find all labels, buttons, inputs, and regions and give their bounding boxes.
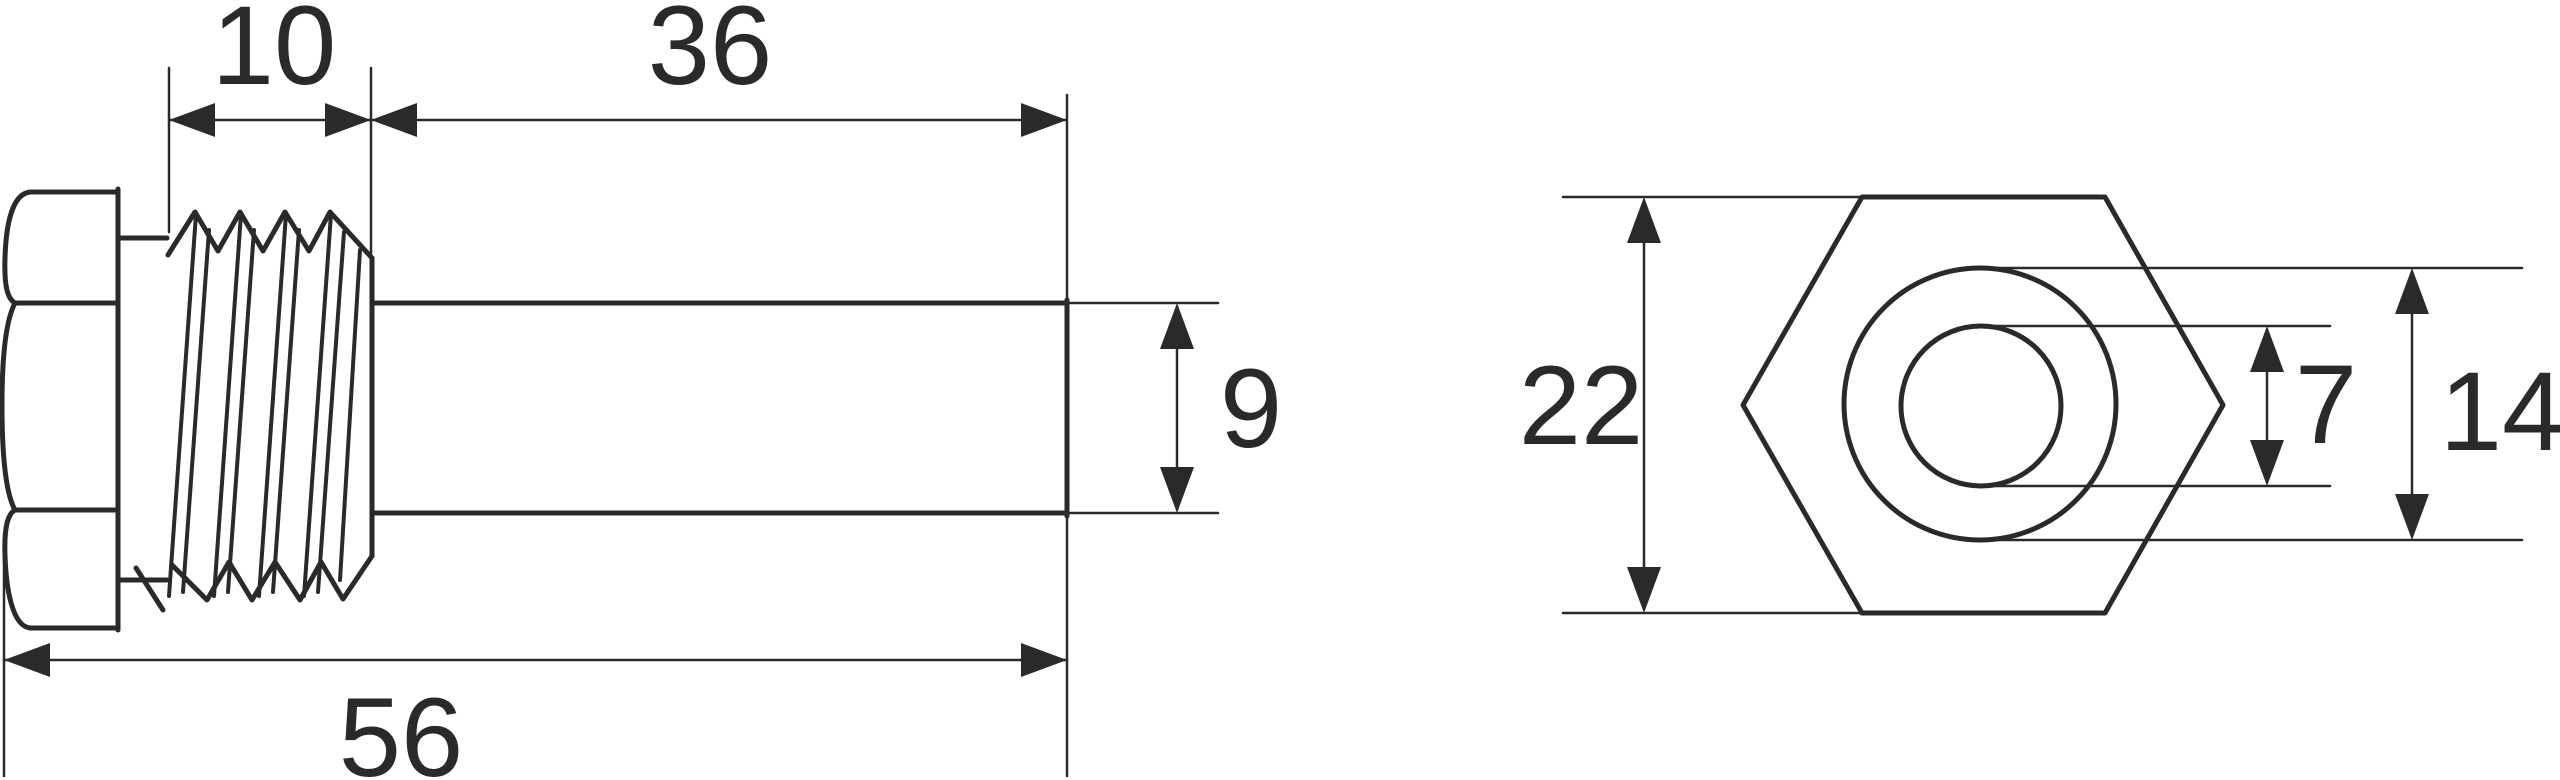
dim-value-shank-length: 36 xyxy=(648,0,773,108)
arrowhead-down-icon xyxy=(2250,440,2284,486)
thread-flank-line xyxy=(167,212,198,598)
dim-value-overall-length: 56 xyxy=(339,675,464,780)
thread-section xyxy=(165,209,375,603)
arrowhead-right-icon xyxy=(325,103,371,137)
end-view-dimensions: 22 7 14 xyxy=(1519,195,2560,615)
dim-value-collar-diameter: 14 xyxy=(2440,349,2560,474)
arrowhead-right-icon xyxy=(1021,643,1067,677)
hex-head-end xyxy=(1740,194,2226,616)
thread-flanks xyxy=(167,212,362,598)
thread-flank-line xyxy=(181,228,211,594)
arrowhead-up-icon xyxy=(2250,326,2284,372)
arrowhead-up-icon xyxy=(2395,268,2429,314)
thread-flank-line xyxy=(316,230,346,594)
thread-flank-line xyxy=(338,248,362,582)
collar-circle xyxy=(1841,265,2119,543)
arrowhead-down-icon xyxy=(1160,467,1194,513)
hex-head-side xyxy=(0,186,121,633)
side-view-dimensions: 10 36 9 56 xyxy=(2,0,1282,780)
side-view: 10 36 9 56 xyxy=(0,0,1282,780)
arrowhead-up-icon xyxy=(1160,303,1194,349)
dim-value-bore-diameter: 7 xyxy=(2295,342,2357,467)
arrowhead-right-icon xyxy=(1021,103,1067,137)
hexagon-outline xyxy=(1740,194,2226,616)
thread-flank-line xyxy=(302,212,333,598)
head-left-profile xyxy=(0,189,33,631)
bore-circle xyxy=(1898,323,2064,489)
arrowhead-down-icon xyxy=(1627,567,1661,613)
thread-crest-top xyxy=(165,209,375,261)
thread-flank-line xyxy=(257,212,288,598)
arrowhead-left-icon xyxy=(169,103,215,137)
end-view: 22 7 14 xyxy=(1519,194,2560,616)
arrowhead-down-icon xyxy=(2395,494,2429,540)
thread-runout-tick xyxy=(133,565,166,613)
thread-flank-line xyxy=(212,212,243,598)
thread-flank-line xyxy=(271,228,301,594)
collar xyxy=(115,235,170,613)
arrowhead-left-icon xyxy=(371,103,417,137)
dim-value-across-flats: 22 xyxy=(1519,343,1644,468)
shank xyxy=(369,297,1070,519)
arrowhead-up-icon xyxy=(1627,197,1661,243)
arrowhead-left-icon xyxy=(4,643,50,677)
dim-value-thread-length: 10 xyxy=(212,0,337,108)
dim-value-shank-diameter: 9 xyxy=(1220,346,1282,471)
thread-flank-line xyxy=(226,228,256,594)
